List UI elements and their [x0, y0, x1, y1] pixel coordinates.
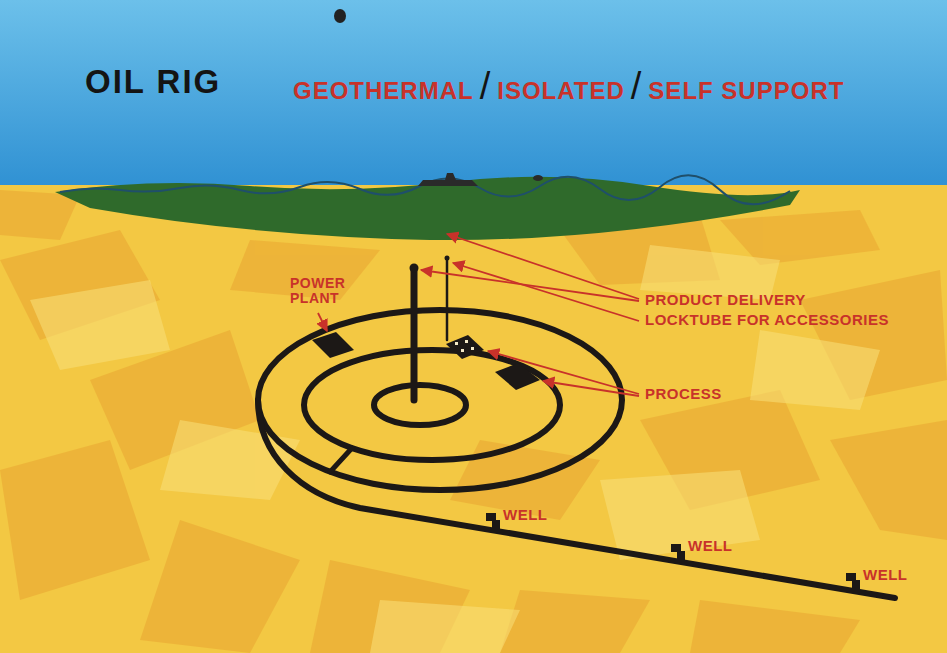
well-pipeline [258, 400, 895, 598]
leader-lines [318, 234, 639, 396]
power-plant-block [312, 332, 354, 358]
window-dot [471, 347, 474, 350]
cross-tunnel [330, 448, 352, 472]
leader-line [447, 234, 639, 299]
texture-patch [600, 470, 760, 560]
speck [334, 9, 346, 23]
sky [0, 0, 947, 195]
ship [418, 173, 478, 186]
sand-ground [0, 185, 947, 653]
well-symbol [852, 580, 860, 592]
well-label: WELL [688, 538, 733, 555]
locktube [446, 258, 449, 340]
process-block-windows [455, 340, 474, 352]
window-dot [461, 349, 464, 352]
part-label: POWER PLANT [290, 276, 362, 307]
leader-line [453, 263, 639, 321]
locktube-cap [445, 256, 450, 261]
window-dot [465, 340, 468, 343]
delivery-shaft [411, 268, 418, 400]
well-symbol [492, 520, 500, 532]
separator-slash: / [631, 66, 643, 108]
leader-line [421, 270, 639, 301]
window-dot [455, 342, 458, 345]
leader-line [488, 351, 639, 394]
sand-texture [0, 190, 947, 653]
subtitle-word: GEOTHERMAL [293, 78, 474, 104]
subtitle-row: GEOTHERMAL/ISOLATED/SELF SUPPORT [293, 66, 844, 108]
texture-patch [140, 520, 300, 653]
inner-ring-tunnel [304, 350, 560, 460]
texture-patch [30, 280, 170, 370]
well-label: WELL [863, 567, 908, 584]
texture-patch [370, 600, 520, 653]
part-label: PRODUCT DELIVERY [645, 292, 806, 309]
part-label: PROCESS [645, 386, 722, 403]
well-symbol [671, 544, 681, 552]
well-symbol [486, 513, 496, 521]
sand-highlights [30, 245, 880, 653]
well-symbol [846, 573, 856, 581]
buoy [533, 175, 543, 181]
well-label: WELL [503, 507, 548, 524]
process-block [495, 363, 540, 390]
diagram-title: OIL RIG [85, 64, 221, 100]
separator-slash: / [480, 66, 492, 108]
process-block [446, 335, 484, 359]
subtitle-word: SELF SUPPORT [648, 78, 844, 104]
rig-structure [258, 258, 895, 598]
subtitle-word: ISOLATED [497, 78, 625, 104]
leader-line [543, 381, 639, 396]
texture-patch [690, 600, 860, 653]
texture-patch [0, 440, 150, 600]
outer-ring-tunnel [258, 310, 622, 490]
well-heads [486, 513, 860, 592]
leader-line [318, 313, 327, 331]
core-ring-tunnel [374, 385, 466, 425]
part-label: LOCKTUBE FOR ACCESSORIES [645, 312, 889, 329]
wave-line [60, 175, 790, 204]
texture-patch [500, 590, 650, 653]
well-symbol [677, 551, 685, 563]
texture-patch [830, 420, 947, 540]
ocean-band [55, 177, 800, 240]
texture-patch [750, 330, 880, 410]
shaft-cap [410, 264, 419, 273]
